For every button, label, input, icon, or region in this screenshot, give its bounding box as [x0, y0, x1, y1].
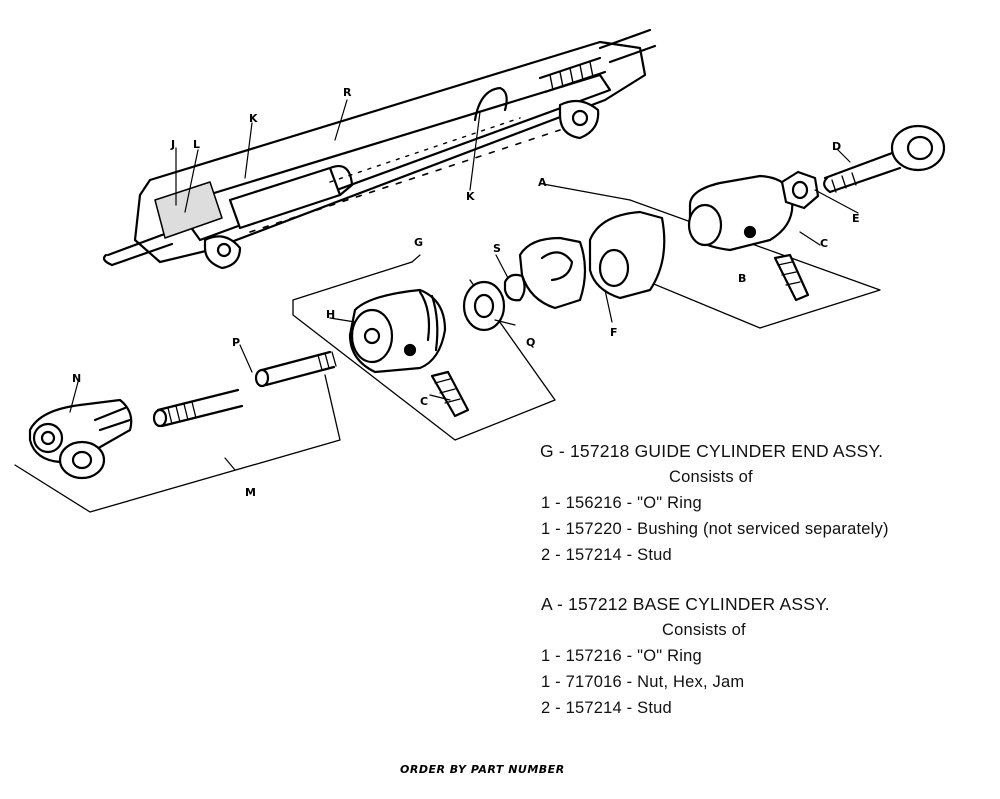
callout-k-lower: K — [466, 190, 475, 203]
callout-h: H — [326, 308, 335, 321]
callout-k-upper: K — [249, 112, 258, 125]
base-cylinder-group — [503, 124, 946, 329]
callout-c-right: C — [820, 237, 828, 250]
callout-l: L — [193, 138, 200, 151]
guide-cylinder-group — [292, 261, 556, 441]
guide-item-3: 2 - 157214 - Stud — [541, 546, 672, 564]
callout-r: R — [343, 86, 352, 99]
callout-f: F — [610, 326, 618, 339]
base-consists-label: Consists of — [662, 621, 746, 639]
callout-d: D — [832, 140, 841, 153]
callout-m: M — [245, 486, 256, 499]
assembled-cylinder-drawing — [102, 28, 657, 270]
callout-s: S — [493, 242, 501, 255]
guide-assembly-header: G - 157218 GUIDE CYLINDER END ASSY. — [540, 441, 884, 461]
callout-c-left: C — [420, 395, 428, 408]
callout-labels: A B C C D E F G H J K K L M N P Q R S — [72, 86, 860, 499]
callout-a: A — [538, 176, 547, 189]
callout-j: J — [170, 138, 175, 151]
base-assembly-header: A - 157212 BASE CYLINDER ASSY. — [541, 594, 830, 614]
callout-b: B — [738, 272, 746, 285]
base-item-3: 2 - 157214 - Stud — [541, 699, 672, 717]
callout-q: Q — [526, 336, 535, 349]
clevis-part — [28, 398, 133, 480]
guide-item-2: 1 - 157220 - Bushing (not serviced separ… — [541, 520, 889, 538]
rod-pieces — [152, 350, 337, 428]
order-by-part-number-note: ORDER BY PART NUMBER — [400, 763, 565, 776]
callout-g: G — [414, 236, 423, 249]
base-item-2: 1 - 717016 - Nut, Hex, Jam — [541, 673, 745, 691]
callout-n: N — [72, 372, 81, 385]
guide-consists-label: Consists of — [669, 468, 753, 486]
callout-e: E — [852, 212, 860, 225]
base-item-1: 1 - 157216 - "O" Ring — [541, 647, 702, 665]
guide-item-1: 1 - 156216 - "O" Ring — [541, 494, 702, 512]
callout-p: P — [232, 336, 240, 349]
